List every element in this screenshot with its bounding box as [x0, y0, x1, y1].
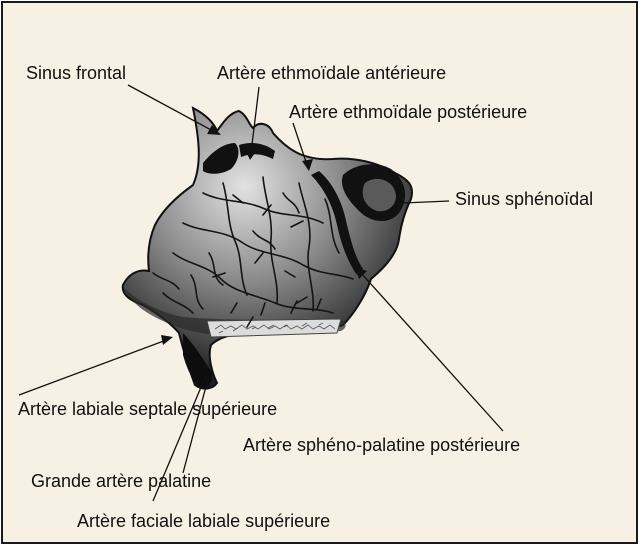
- label-grande-artere-palatine: Grande artère palatine: [31, 471, 211, 491]
- leader-spheno-palatine: [361, 273, 503, 431]
- leader-sinus-frontal: [128, 85, 213, 131]
- label-artere-ethmoidale-posterieure: Artère ethmoïdale postérieure: [289, 102, 527, 122]
- label-artere-labiale-septale-superieure: Artère labiale septale supérieure: [18, 399, 277, 419]
- label-artere-spheno-palatine-posterieure: Artère sphéno-palatine postérieure: [243, 435, 520, 455]
- nasal-septum-illustration: [3, 3, 638, 544]
- leader-labiale-septale: [19, 339, 169, 395]
- label-artere-ethmoidale-anterieure: Artère ethmoïdale antérieure: [217, 63, 446, 83]
- label-sinus-sphenoidal: Sinus sphénoïdal: [455, 189, 593, 209]
- leader-grande-palatine: [183, 375, 209, 473]
- arrowhead-labiale-septale: [161, 335, 173, 345]
- label-artere-faciale-labiale-superieure: Artère faciale labiale supérieure: [77, 511, 330, 531]
- label-sinus-frontal: Sinus frontal: [26, 63, 126, 83]
